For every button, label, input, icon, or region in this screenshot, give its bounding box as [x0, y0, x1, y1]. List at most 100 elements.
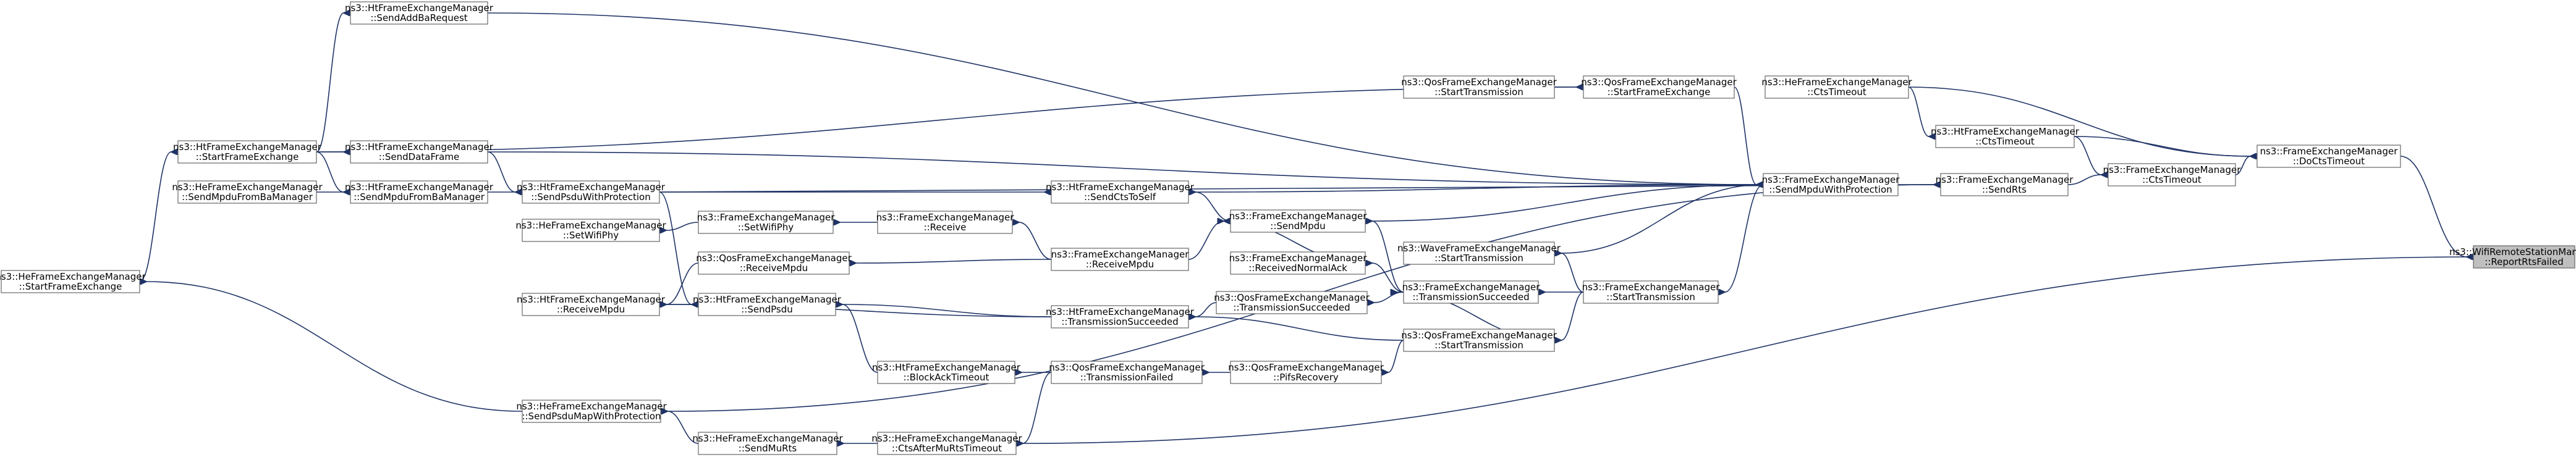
call-edge-qosTxSucceeded-to-htTxSucceeded: [1195, 302, 1217, 317]
node-qosStartTx2[interactable]: ns3::QosFrameExchangeManager::StartTrans…: [1401, 329, 1557, 352]
call-edge-feSendMpduWP-to-feSendMpdu: [1372, 184, 1764, 221]
node-method-label: ::StartTransmission: [1434, 253, 1523, 264]
node-box: [522, 400, 661, 423]
node-htAddBa[interactable]: ns3::HtFrameExchangeManager::SendAddBaRe…: [345, 1, 494, 25]
node-box: [350, 180, 488, 204]
node-feSetWifiPhy[interactable]: ns3::FrameExchangeManager::SetWifiPhy: [697, 211, 836, 234]
node-class-label: ns3::FrameExchangeManager: [1229, 253, 1368, 264]
node-target[interactable]: ns3::WifiRemoteStationManager::ReportRts…: [2449, 245, 2576, 269]
node-htTxSucceeded[interactable]: ns3::HtFrameExchangeManager::Transmissio…: [1046, 305, 1195, 329]
node-qosReceiveMpdu[interactable]: ns3::QosFrameExchangeManager::ReceiveMpd…: [696, 251, 852, 275]
node-htSendCtsToSelf[interactable]: ns3::HtFrameExchangeManager::SendCtsToSe…: [1046, 180, 1195, 204]
node-class-label: ns3::HtFrameExchangeManager: [1931, 126, 2080, 137]
node-box: [698, 432, 837, 455]
node-heSendMpduFromBa[interactable]: ns3::HeFrameExchangeManager::SendMpduFro…: [172, 180, 323, 204]
node-htSendPsdu[interactable]: ns3::HtFrameExchangeManager::SendPsdu: [693, 293, 842, 316]
node-heStartFE[interactable]: ns3::HeFrameExchangeManager::StartFrameE…: [0, 270, 146, 293]
node-method-label: ::StartTransmission: [1434, 86, 1523, 98]
node-class-label: ns3::FrameExchangeManager: [876, 212, 1015, 223]
node-class-label: ns3::HeFrameExchangeManager: [515, 220, 666, 231]
node-qosStartTx[interactable]: ns3::QosFrameExchangeManager::StartTrans…: [1401, 75, 1557, 99]
node-method-label: ::SendMpdu: [1270, 220, 1325, 232]
node-method-label: ::SendPsdu: [741, 304, 793, 315]
node-feSendMpduWP[interactable]: ns3::FrameExchangeManager::SendMpduWithP…: [1762, 173, 1900, 196]
node-box: [522, 180, 660, 204]
node-box: [1403, 280, 1539, 304]
call-edge-htCtsTimeout-to-doCtsTimeout: [2074, 136, 2250, 156]
call-edge-doCtsTimeout-to-target: [2400, 156, 2467, 257]
node-feReceive[interactable]: ns3::FrameExchangeManager::Receive: [876, 211, 1015, 234]
call-edge-feCtsTimeout-to-doCtsTimeout: [2235, 156, 2250, 175]
node-class-label: ns3::HtFrameExchangeManager: [1046, 306, 1195, 317]
node-heSetWifiPhy[interactable]: ns3::HeFrameExchangeManager::SetWifiPhy: [515, 219, 666, 242]
node-htCtsTimeout[interactable]: ns3::HtFrameExchangeManager::CtsTimeout: [1931, 125, 2080, 148]
node-class-label: ns3::HtFrameExchangeManager: [345, 182, 494, 193]
node-box: [1765, 75, 1909, 99]
node-feCtsTimeout[interactable]: ns3::FrameExchangeManager::CtsTimeout: [2103, 163, 2242, 186]
call-edge-feStartTx-to-qosStartTx2: [1561, 291, 1584, 340]
node-class-label: ns3::HeFrameExchangeManager: [1761, 77, 1912, 88]
node-box: [877, 432, 1017, 455]
node-heSendPsduMap[interactable]: ns3::HeFrameExchangeManager::SendPsduMap…: [516, 400, 667, 423]
node-box: [1230, 251, 1366, 275]
node-class-label: ns3::FrameExchangeManager: [1936, 174, 2074, 185]
call-edge-qosStartTx2-to-htTxSucceeded: [1195, 317, 1404, 341]
call-edge-feReceiveMpdu-to-feSendMpdu: [1188, 221, 1224, 260]
node-class-label: ns3::QosFrameExchangeManager: [1228, 362, 1384, 373]
node-method-label: ::TransmissionFailed: [1080, 372, 1174, 383]
call-edge-target-to-heCtsAfterMuRts: [1023, 256, 2474, 443]
node-class-label: ns3::HtFrameExchangeManager: [693, 294, 842, 305]
node-method-label: ::SendAddBaRequest: [370, 12, 467, 23]
node-class-label: ns3::FrameExchangeManager: [2103, 164, 2242, 175]
node-class-label: ns3::HtFrameExchangeManager: [517, 182, 666, 193]
node-box: [1051, 361, 1203, 384]
node-box: [522, 219, 660, 242]
node-feSendMpdu[interactable]: ns3::FrameExchangeManager::SendMpdu: [1229, 209, 1368, 233]
node-class-label: ns3::HtFrameExchangeManager: [1046, 182, 1195, 193]
node-box: [1230, 209, 1366, 233]
node-feStartTx[interactable]: ns3::FrameExchangeManager::StartTransmis…: [1582, 280, 1721, 304]
node-feTxSucceeded[interactable]: ns3::FrameExchangeManager::TransmissionS…: [1402, 280, 1541, 304]
node-doCtsTimeout[interactable]: ns3::FrameExchangeManager::DoCtsTimeout: [2256, 145, 2401, 168]
node-htBlockAckTimeout[interactable]: ns3::HtFrameExchangeManager::BlockAckTim…: [872, 361, 1021, 384]
node-heCtsTimeout[interactable]: ns3::HeFrameExchangeManager::CtsTimeout: [1761, 75, 1912, 99]
node-heSendMuRts[interactable]: ns3::HeFrameExchangeManager::SendMuRts: [692, 432, 843, 455]
node-htSendMpduFromBa[interactable]: ns3::HtFrameExchangeManager::SendMpduFro…: [345, 180, 494, 204]
node-method-label: ::StartTransmission: [1606, 291, 1695, 303]
node-qosStartFE[interactable]: ns3::QosFrameExchangeManager::StartFrame…: [1581, 75, 1737, 99]
node-htReceiveMpdu[interactable]: ns3::HtFrameExchangeManager::ReceiveMpdu: [517, 293, 666, 316]
node-method-label: ::CtsAfterMuRtsTimeout: [892, 443, 1002, 454]
node-class-label: ns3::QosFrameExchangeManager: [1581, 77, 1737, 88]
node-waveStartTx[interactable]: ns3::WaveFrameExchangeManager::StartTran…: [1397, 241, 1561, 265]
node-class-label: ns3::HeFrameExchangeManager: [0, 271, 146, 282]
call-edge-feTxSucceeded-to-feSendMpdu: [1372, 221, 1404, 293]
node-method-label: ::ReceivedNormalAck: [1248, 262, 1347, 274]
node-class-label: ns3::HtFrameExchangeManager: [345, 2, 494, 14]
node-qosTxFailed[interactable]: ns3::QosFrameExchangeManager::Transmissi…: [1049, 361, 1205, 384]
node-sendRts[interactable]: ns3::FrameExchangeManager::SendRts: [1936, 173, 2074, 196]
node-box: [1583, 75, 1735, 99]
node-box: [177, 180, 317, 204]
node-class-label: ns3::FrameExchangeManager: [1051, 249, 1190, 260]
node-htStartFE[interactable]: ns3::HtFrameExchangeManager::StartFrameE…: [173, 140, 322, 164]
node-feReceiveMpdu[interactable]: ns3::FrameExchangeManager::ReceiveMpdu: [1051, 248, 1190, 271]
node-htSendPsduWP[interactable]: ns3::HtFrameExchangeManager::SendPsduWit…: [517, 180, 666, 204]
node-box: [1230, 361, 1382, 384]
node-heCtsAfterMuRts[interactable]: ns3::HeFrameExchangeManager::CtsAfterMuR…: [871, 432, 1022, 455]
node-box: [1216, 291, 1368, 314]
node-feReceivedNormalAck[interactable]: ns3::FrameExchangeManager::ReceivedNorma…: [1229, 251, 1368, 275]
node-method-label: ::ReportRtsFailed: [2485, 256, 2563, 267]
node-method-label: ::StartTransmission: [1434, 340, 1523, 351]
node-box: [1763, 173, 1899, 196]
node-method-label: ::SendMpduFromBaManager: [182, 191, 313, 203]
call-edge-heCtsTimeout-to-htCtsTimeout: [1908, 86, 1929, 136]
node-method-label: ::CtsTimeout: [1975, 136, 2035, 147]
node-htSendDataFrame[interactable]: ns3::HtFrameExchangeManager::SendDataFra…: [345, 140, 494, 164]
call-edge-feReceiveMpdu-to-feReceive: [1019, 222, 1052, 260]
node-qosTxSucceeded[interactable]: ns3::QosFrameExchangeManager::Transmissi…: [1214, 291, 1370, 314]
node-qosPifsRecovery[interactable]: ns3::QosFrameExchangeManager::PifsRecove…: [1228, 361, 1384, 384]
node-method-label: ::StartFrameExchange: [1608, 86, 1711, 98]
call-edge-feSendMpdu-to-htSendCtsToSelf: [1195, 192, 1231, 222]
node-class-label: ns3::QosFrameExchangeManager: [1401, 330, 1557, 341]
node-class-label: ns3::HtFrameExchangeManager: [345, 141, 494, 153]
